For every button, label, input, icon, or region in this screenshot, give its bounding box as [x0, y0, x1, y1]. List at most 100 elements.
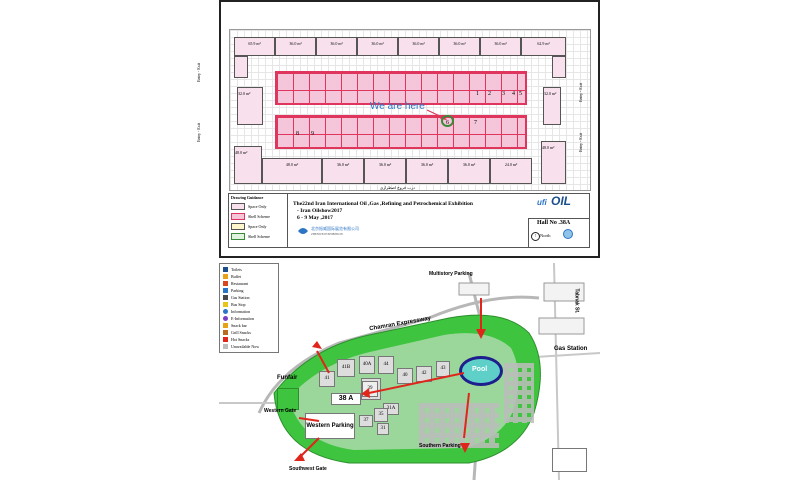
hall-38a: 38 A	[331, 393, 361, 405]
funfair-label: Funfair	[277, 375, 298, 381]
parking-icon	[223, 288, 228, 293]
legend-item: Restaurant	[231, 281, 249, 286]
wall-booth: 24.0 m²	[490, 158, 532, 184]
hall-label: 44	[378, 356, 394, 374]
company-subtitle: ZHENWEI EXHIBITION	[311, 232, 343, 236]
bottom-wall-booths: 48.0 m² 36.0 m² 36.0 m² 36.0 m² 36.0 m² …	[262, 158, 532, 184]
wall-booth: 62.9 m²	[521, 37, 566, 56]
hall-label: 31	[377, 423, 389, 435]
hall-label: 41	[319, 371, 335, 387]
exit-footnote: درب خروج اضطراری	[380, 185, 415, 190]
legend-item: Toilets	[231, 267, 242, 272]
wall-booth: 36.0 m²	[398, 37, 439, 56]
building-cluster	[419, 403, 499, 448]
wall-booth: 48.0 m²	[262, 158, 322, 184]
southern-parking-label: Southern Parking	[419, 443, 461, 449]
location-marker-circle	[441, 115, 454, 127]
building-cluster	[504, 363, 534, 423]
event-subtitle: - Iran Oilshow2017	[297, 208, 343, 214]
guidance-item: Space Only	[248, 204, 267, 209]
company-logo-icon	[298, 228, 308, 234]
wall-booth-right-mid: 32.0 m²	[543, 87, 561, 125]
legend-item: Information	[231, 309, 251, 314]
pool-area	[459, 356, 503, 386]
booth-number: 2	[488, 91, 491, 97]
hall-label: 40A	[359, 356, 375, 374]
booth-number: 9	[311, 131, 314, 137]
toilets-icon	[223, 267, 228, 272]
hall-label: 41B	[337, 359, 355, 377]
unavailable-icon	[223, 344, 228, 349]
north-label: North	[540, 233, 551, 238]
legend-item: E-Information	[231, 316, 254, 321]
wall-booth-right-top	[552, 56, 566, 78]
booth-row-top	[275, 71, 527, 105]
guidance-item: Shell Scheme	[248, 214, 270, 219]
entry-exit-label: Entry - Exit	[195, 123, 201, 142]
route-arrows	[294, 298, 486, 461]
wall-booth: 36.0 m²	[357, 37, 398, 56]
funfair-area	[277, 388, 299, 410]
legend-item: Hot Snacks	[231, 337, 250, 342]
grill-snacks-icon	[223, 330, 228, 335]
wall-booth-left-mid: 32.0 m²	[237, 87, 263, 125]
e-information-icon	[223, 316, 228, 321]
hall-label: 40	[397, 368, 413, 384]
oil-logo: OIL	[551, 194, 571, 208]
hall-label: 35	[374, 408, 388, 422]
legend-item: Gas Station	[231, 295, 250, 300]
booth-row-bottom	[275, 115, 527, 149]
north-arrow-icon: ↑	[531, 232, 540, 241]
information-icon	[223, 309, 228, 314]
hall-box	[528, 218, 590, 248]
hall-number: Hall No .38A	[537, 220, 571, 226]
wall-booth-left-bottom: 48.0 m²	[234, 146, 262, 184]
entry-exit-label: Entry - Exit	[577, 83, 583, 102]
wall-booth: 36.0 m²	[406, 158, 448, 184]
swatch-space-only-icon	[231, 203, 245, 210]
restaurant-icon	[223, 281, 228, 286]
western-gate-label: Western Gate	[264, 408, 297, 414]
entry-exit-label: Entry - Exit	[195, 63, 201, 82]
multistory-parking-label: Multistory Parking	[429, 271, 473, 277]
wall-booth: 36.0 m²	[480, 37, 521, 56]
guidance-panel: Drawing Guidance Space Only Shell Scheme…	[228, 193, 288, 248]
event-title: The22nd Iran International Oil ,Gas ,Ref…	[293, 201, 473, 207]
ufi-logo: ufi	[537, 198, 547, 207]
wall-booth: 36.0 m²	[322, 158, 364, 184]
hall-label: 37	[359, 415, 373, 427]
wall-booth: 65.9 m²	[234, 37, 275, 56]
pool-label: Pool	[472, 366, 488, 373]
buffet-icon	[223, 274, 228, 279]
swatch-shell-scheme-2-icon	[231, 233, 245, 240]
legend-item: Unavailable Now	[231, 344, 260, 349]
legend-item: Bus Stop	[231, 302, 246, 307]
bus-stop-icon	[223, 302, 228, 307]
gas-station-icon	[223, 295, 228, 300]
site-map: Pool 38 A 41B 40A 44 41 40 42 43 39 31A …	[219, 263, 600, 480]
wall-booth-right-bottom: 48.0 m²	[541, 141, 566, 184]
wall-booth: 36.0 m²	[448, 158, 490, 184]
wall-booth: 36.0 m²	[275, 37, 316, 56]
top-wall-booths: 65.9 m² 36.0 m² 36.0 m² 36.0 m² 36.0 m² …	[234, 37, 566, 56]
oil-show-logo: ufi OIL	[537, 194, 571, 216]
hot-snacks-icon	[223, 337, 228, 342]
legend-item: Snack bar	[231, 323, 247, 328]
booth-number: 7	[474, 120, 477, 126]
guidance-item: Space Only	[248, 224, 267, 229]
map-legend: Toilets Buffet Restaurant Parking Gas St…	[219, 263, 279, 353]
wall-booth: 36.0 m²	[364, 158, 406, 184]
booth-number: 3	[502, 91, 505, 97]
swatch-shell-scheme-icon	[231, 213, 245, 220]
guidance-item: Shell Scheme	[248, 234, 270, 239]
wall-booth: 36.0 m²	[316, 37, 357, 56]
booth-number: 1	[476, 91, 479, 97]
booth-number: 4	[512, 91, 515, 97]
legend-item: Parking	[231, 288, 244, 293]
booth-number: 8	[296, 131, 299, 137]
swatch-space-only-2-icon	[231, 223, 245, 230]
snack-bar-icon	[223, 323, 228, 328]
entry-exit-label: Entry - Exit	[577, 133, 583, 152]
legend-item: Buffet	[231, 274, 242, 279]
we-are-here-label: We are here	[370, 101, 425, 112]
